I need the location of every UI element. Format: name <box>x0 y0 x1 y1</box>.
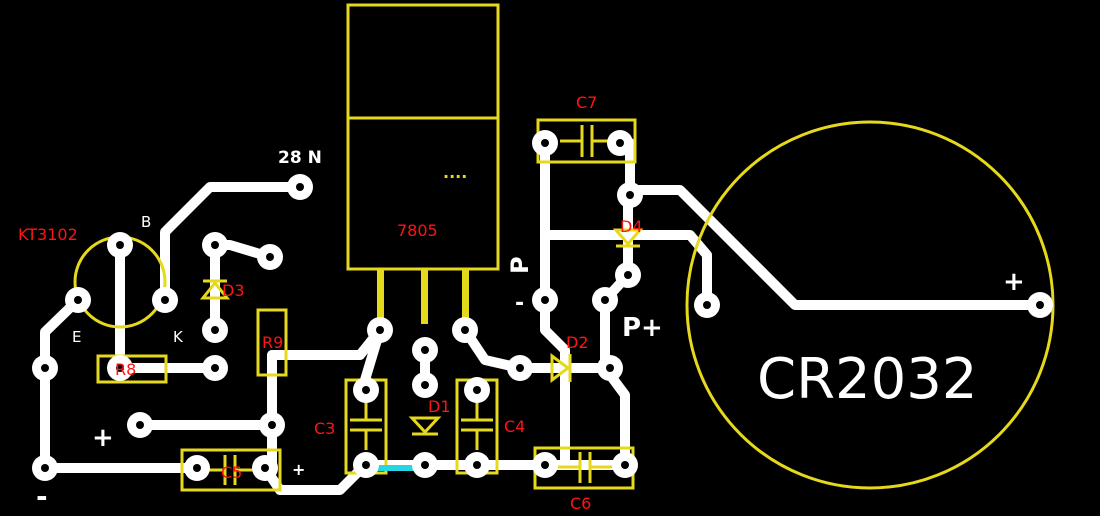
d1-symbol <box>408 416 442 435</box>
label-c4: C4 <box>504 417 525 436</box>
trace-emitter-rail <box>40 295 83 473</box>
label-minus-bottom: - <box>36 480 48 513</box>
label-d4: D4 <box>620 217 643 236</box>
d4-symbol <box>612 228 644 247</box>
label-pin-k: K <box>173 328 184 346</box>
d2-symbol <box>550 353 571 383</box>
label-battery-plus: + <box>1003 267 1025 297</box>
label-c6: C6 <box>570 494 591 513</box>
label-cr2032: CR2032 <box>757 347 978 412</box>
copper-traces <box>40 138 1045 495</box>
label-p-rotated: P <box>506 256 534 274</box>
label-pin-e: E <box>72 328 81 346</box>
label-7805: 7805 <box>397 221 438 240</box>
label-d3: D3 <box>222 281 245 300</box>
label-p-plus: P+ <box>622 313 663 343</box>
diodes <box>199 228 644 436</box>
trace-p-minus-down <box>540 295 570 470</box>
label-c3: C3 <box>314 419 335 438</box>
regulator-legs <box>377 269 469 324</box>
label-d2: D2 <box>566 333 589 352</box>
silkscreen <box>73 3 1055 492</box>
trace-r9-to-reg <box>267 325 385 360</box>
label-plus-left: + <box>92 423 114 453</box>
r9-outline <box>256 308 288 377</box>
trace-28n-to-b <box>160 182 305 305</box>
label-minus-small: - <box>515 291 524 316</box>
label-r8: R8 <box>115 360 136 379</box>
label-7805-marker: .... <box>443 163 467 182</box>
d3-symbol <box>199 280 231 300</box>
trace-battery-plus <box>625 185 1045 310</box>
r8-outline <box>96 354 168 384</box>
label-28n: 28 N <box>278 148 322 168</box>
trace-p-plus <box>600 295 630 470</box>
label-c7: C7 <box>576 93 597 112</box>
capacitor-plates <box>205 125 615 485</box>
label-d1: D1 <box>428 397 451 416</box>
label-plus-c5: + <box>292 460 305 479</box>
label-kt3102: KT3102 <box>18 225 78 244</box>
c5-outline <box>180 448 282 492</box>
label-c5: C5 <box>221 463 242 482</box>
pad-holes <box>41 139 1044 472</box>
trace-c5-to-c3 <box>260 460 370 495</box>
label-pin-b: B <box>141 213 151 231</box>
label-r9: R9 <box>262 333 283 352</box>
